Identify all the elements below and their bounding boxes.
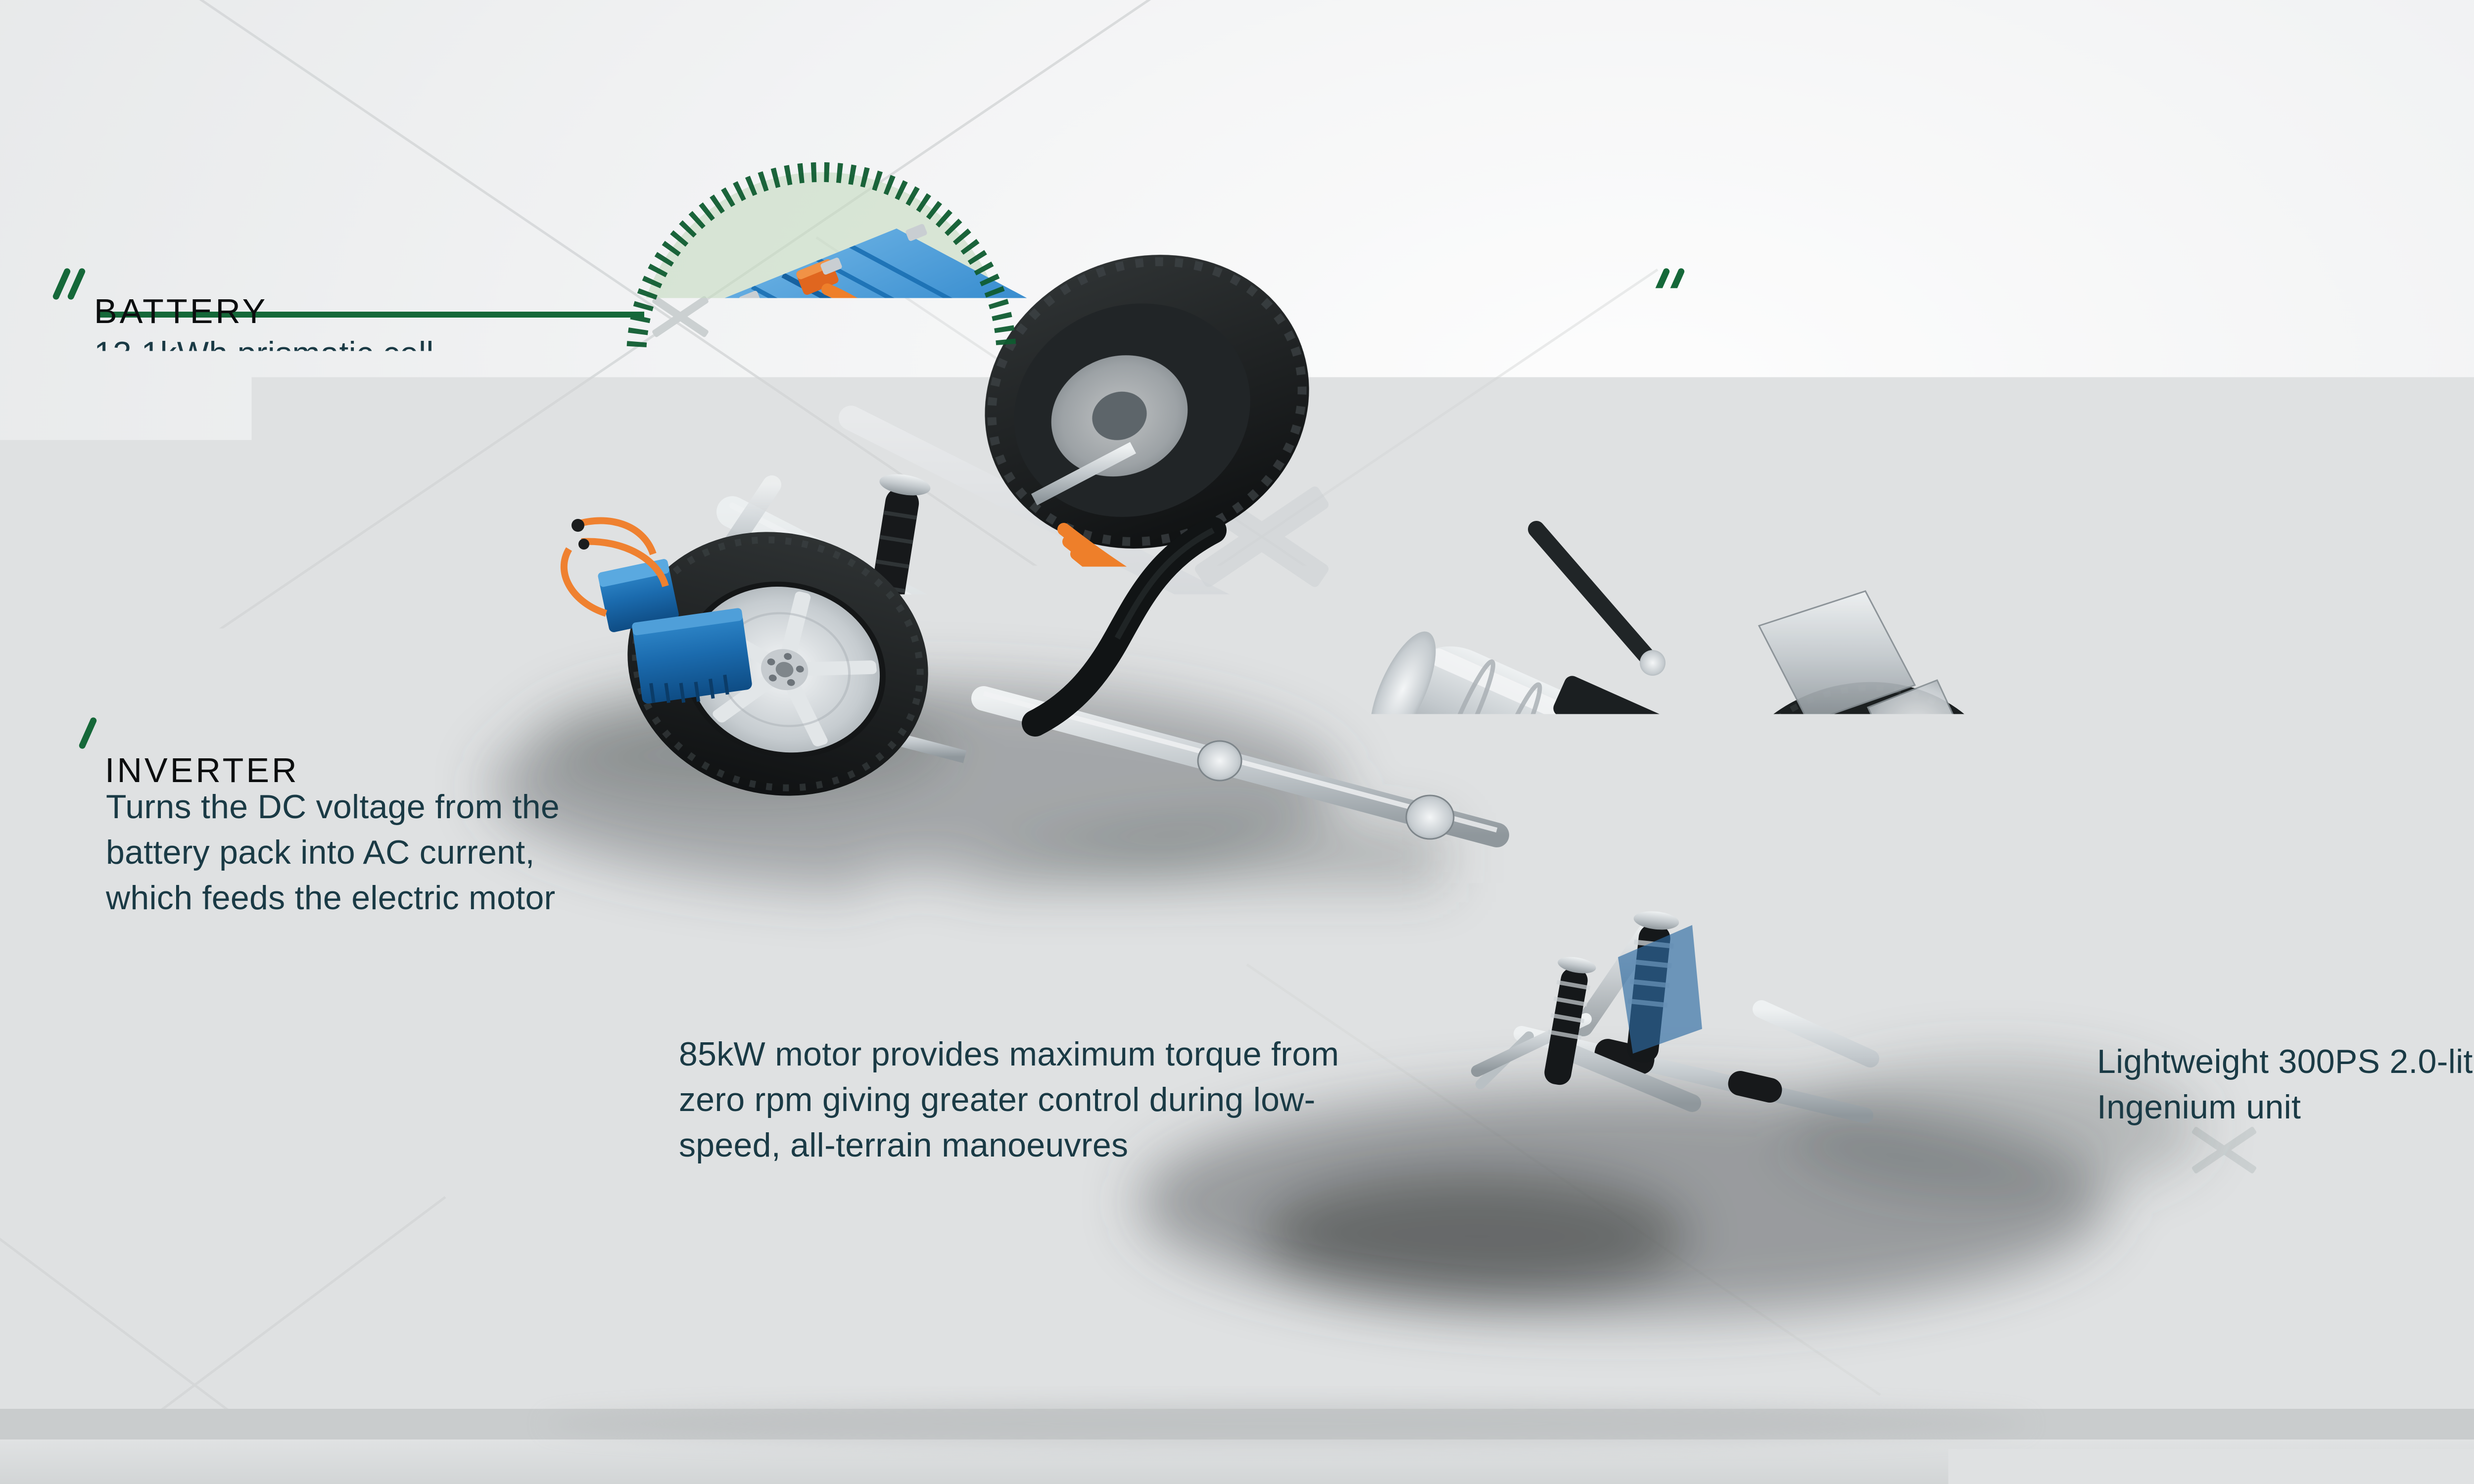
double-slash-icon <box>58 267 80 301</box>
body-line: located behind front grille <box>1701 422 2081 467</box>
body-line: Ingenium unit <box>2097 1084 2474 1130</box>
body-line: lithium-ion battery mounted <box>94 376 504 422</box>
callout-body-inverter: Turns the DC voltage from the battery pa… <box>106 784 560 921</box>
body-line: Lightweight 300PS 2.0-litre <box>2097 1039 2474 1084</box>
callout-title-on-board-charger: ON-BOARD CHARGER <box>1693 292 2102 330</box>
callout-body-on-board-charger: 7kW charger fed from plug-in point discr… <box>1701 331 2081 467</box>
double-slash-icon <box>2058 967 2079 1000</box>
body-line: speed, all-terrain manoeuvres <box>679 1122 1339 1168</box>
floor-lower <box>0 1439 2474 1484</box>
double-slash-icon <box>70 716 91 750</box>
floor-shadow <box>544 1403 2029 1444</box>
body-line: battery pack into AC current, <box>106 830 560 875</box>
body-line: plug-in point discreetly <box>1701 376 2081 422</box>
double-slash-icon <box>1658 267 1679 301</box>
body-line: beneath the boot floor <box>94 422 504 467</box>
callout-title-petrol-engine: PETROL ENGINE <box>2093 992 2405 1031</box>
body-line: zero rpm giving greater control during l… <box>679 1077 1339 1122</box>
body-line: which feeds the electric motor <box>106 875 560 921</box>
callout-body-petrol-engine: Lightweight 300PS 2.0-litre Ingenium uni… <box>2097 1039 2474 1130</box>
body-line: 7kW charger fed from <box>1701 331 2081 376</box>
callout-body-electric-motor: 85kW motor provides maximum torque from … <box>679 1031 1339 1168</box>
callout-title-electric-motor: ELECTRIC MOTOR <box>677 992 1021 1031</box>
body-line: 13.1kWh prismatic cell <box>94 331 504 376</box>
callout-body-battery: 13.1kWh prismatic cell lithium-ion batte… <box>94 331 504 467</box>
body-line: Turns the DC voltage from the <box>106 784 560 830</box>
body-line: 85kW motor provides maximum torque from <box>679 1031 1339 1077</box>
suspension-spare-parts <box>2370 601 2473 933</box>
double-slash-icon <box>642 967 664 1000</box>
callout-title-battery: BATTERY <box>94 292 268 330</box>
